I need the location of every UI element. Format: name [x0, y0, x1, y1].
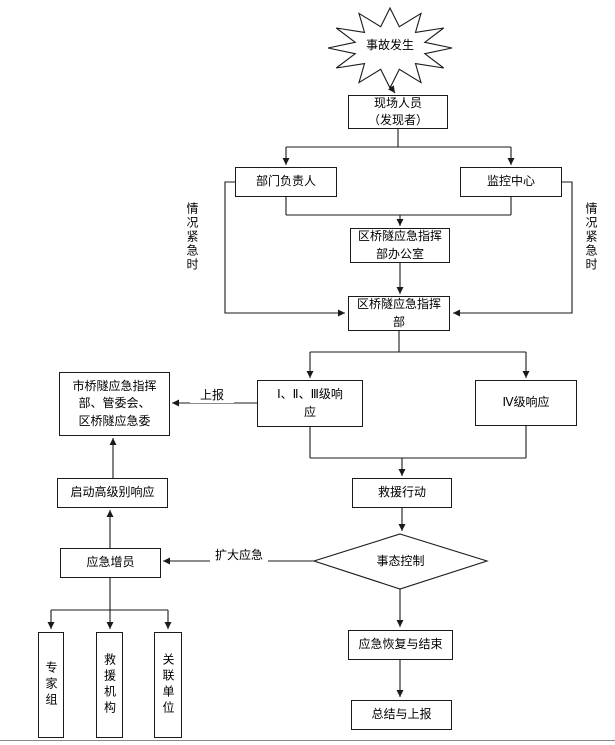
- node-scene-personnel: 现场人员 （发现者）: [348, 95, 448, 129]
- edge-label-expand-emergency: 扩大应急: [210, 546, 268, 563]
- node-department-head: 部门负责人: [235, 167, 337, 197]
- edge-label-report-up: 上报: [190, 386, 234, 403]
- node-response-123: Ⅰ、Ⅱ、Ⅲ级响 应: [257, 380, 363, 427]
- connectors: [47, 6, 573, 697]
- node-response-4: Ⅳ级响应: [475, 380, 577, 426]
- edge-label-urgent-left: 情况紧急时: [185, 202, 199, 272]
- node-city-hq: 市桥隧应急指挥 部、管委会、 区桥隧应急委: [59, 372, 170, 436]
- node-related-units: 关联单位: [154, 632, 182, 738]
- connector-urgent-bypass-right: [453, 181, 573, 317]
- node-command-office: 区桥隧应急指挥 部办公室: [350, 228, 450, 263]
- node-recovery-end: 应急恢复与结束: [348, 630, 453, 660]
- page-border-line: [0, 740, 615, 741]
- node-situation-control-label: 事态控制: [376, 553, 425, 568]
- node-rescue-action: 救援行动: [352, 478, 452, 508]
- node-expert-group: 专家组: [38, 632, 64, 738]
- node-activate-higher-response: 启动高级别响应: [57, 478, 168, 508]
- connector-urgent-bypass-left: [224, 181, 345, 317]
- node-accident-label: 事故发生: [365, 38, 414, 53]
- node-summary-report: 总结与上报: [351, 700, 452, 730]
- node-emergency-reinforcement: 应急增员: [60, 548, 161, 578]
- node-rescue-agency: 救援机构: [96, 632, 123, 738]
- node-monitoring-center: 监控中心: [460, 167, 562, 197]
- connector-accident-to-scene: [388, 85, 396, 94]
- node-command-hq: 区桥隧应急指挥 部: [348, 296, 450, 331]
- edge-label-urgent-right: 情况紧急时: [584, 202, 598, 272]
